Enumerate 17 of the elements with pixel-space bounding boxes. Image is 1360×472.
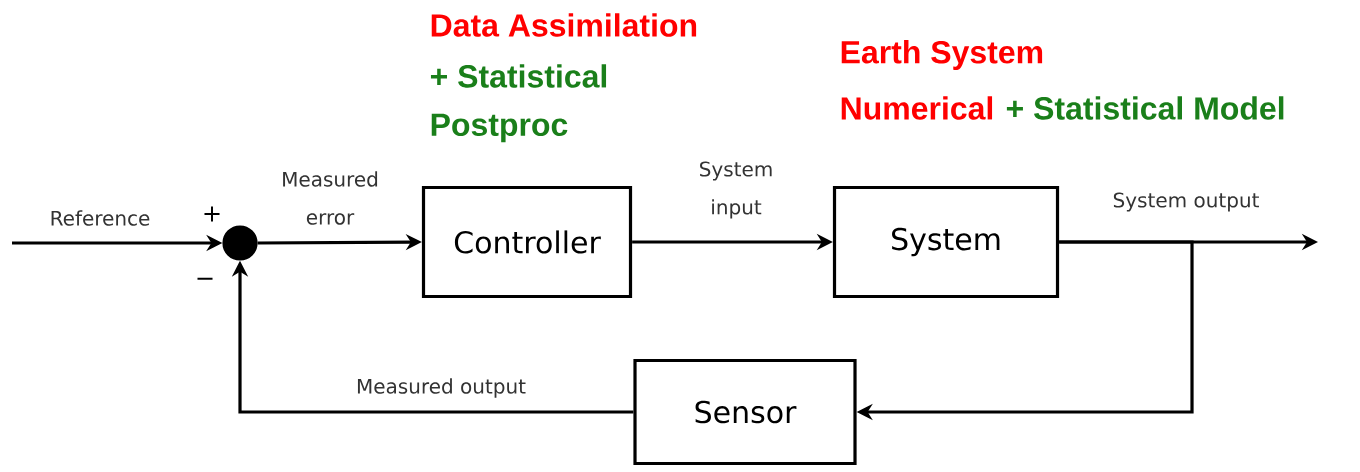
annotation: Earth System: [841, 40, 1043, 70]
edge-label: Reference: [51, 210, 150, 226]
annotation: + Statistical: [430, 64, 607, 88]
block-box: Sensor: [633, 358, 857, 466]
edge-label: System input: [700, 161, 772, 219]
annotation: Data Assimilation: [431, 13, 697, 37]
block-box: System: [832, 185, 1060, 299]
annotation: Postproc: [431, 113, 568, 143]
sign-label: +: [204, 206, 220, 222]
sign-label: −: [197, 277, 213, 280]
edge-label: Measured output: [357, 378, 526, 398]
block-box: Controller: [421, 185, 633, 299]
annotation: + Statistical Model: [1006, 96, 1284, 120]
annotation: Numerical: [841, 96, 993, 120]
edge-label: System output: [1113, 192, 1259, 212]
edge-label: Measured error: [283, 171, 378, 225]
summing-junction: [222, 225, 258, 261]
